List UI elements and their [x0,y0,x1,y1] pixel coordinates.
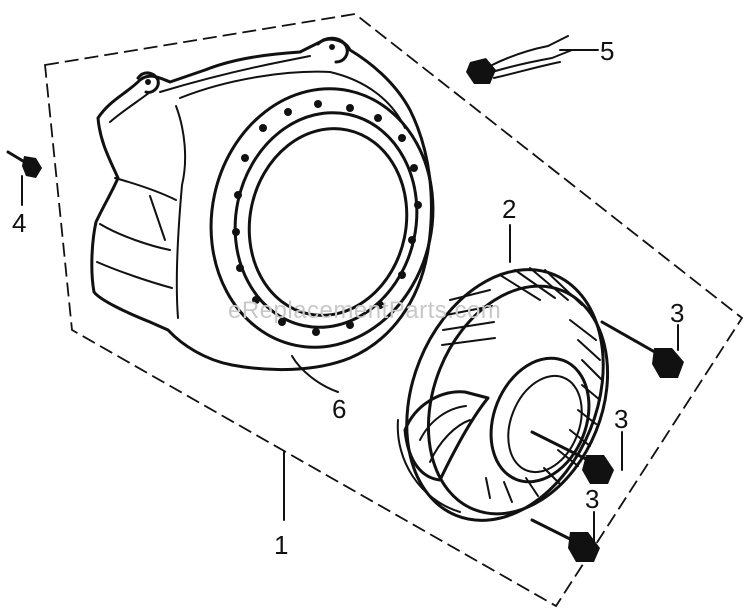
watermark-text: eReplacementParts.com [228,297,501,324]
callout-3-upper: 3 [670,298,684,328]
callout-5: 5 [600,36,614,66]
recoil-starter-part [396,267,610,522]
flange-bolt-upper [600,320,684,378]
flange-bolt-lower [530,518,600,562]
callout-4: 4 [12,208,26,238]
screw-part [6,150,42,178]
callout-6: 6 [332,394,346,424]
flange-bolt-middle [530,430,614,484]
callout-1: 1 [274,530,288,560]
callout-3-middle: 3 [614,404,628,434]
leader-lines [21,49,679,549]
wire-connector-part [466,35,573,84]
callout-3-lower: 3 [585,484,599,514]
assembly-boundary-dashed [44,13,744,608]
callout-2: 2 [502,194,516,224]
fan-cover-part [90,36,435,372]
